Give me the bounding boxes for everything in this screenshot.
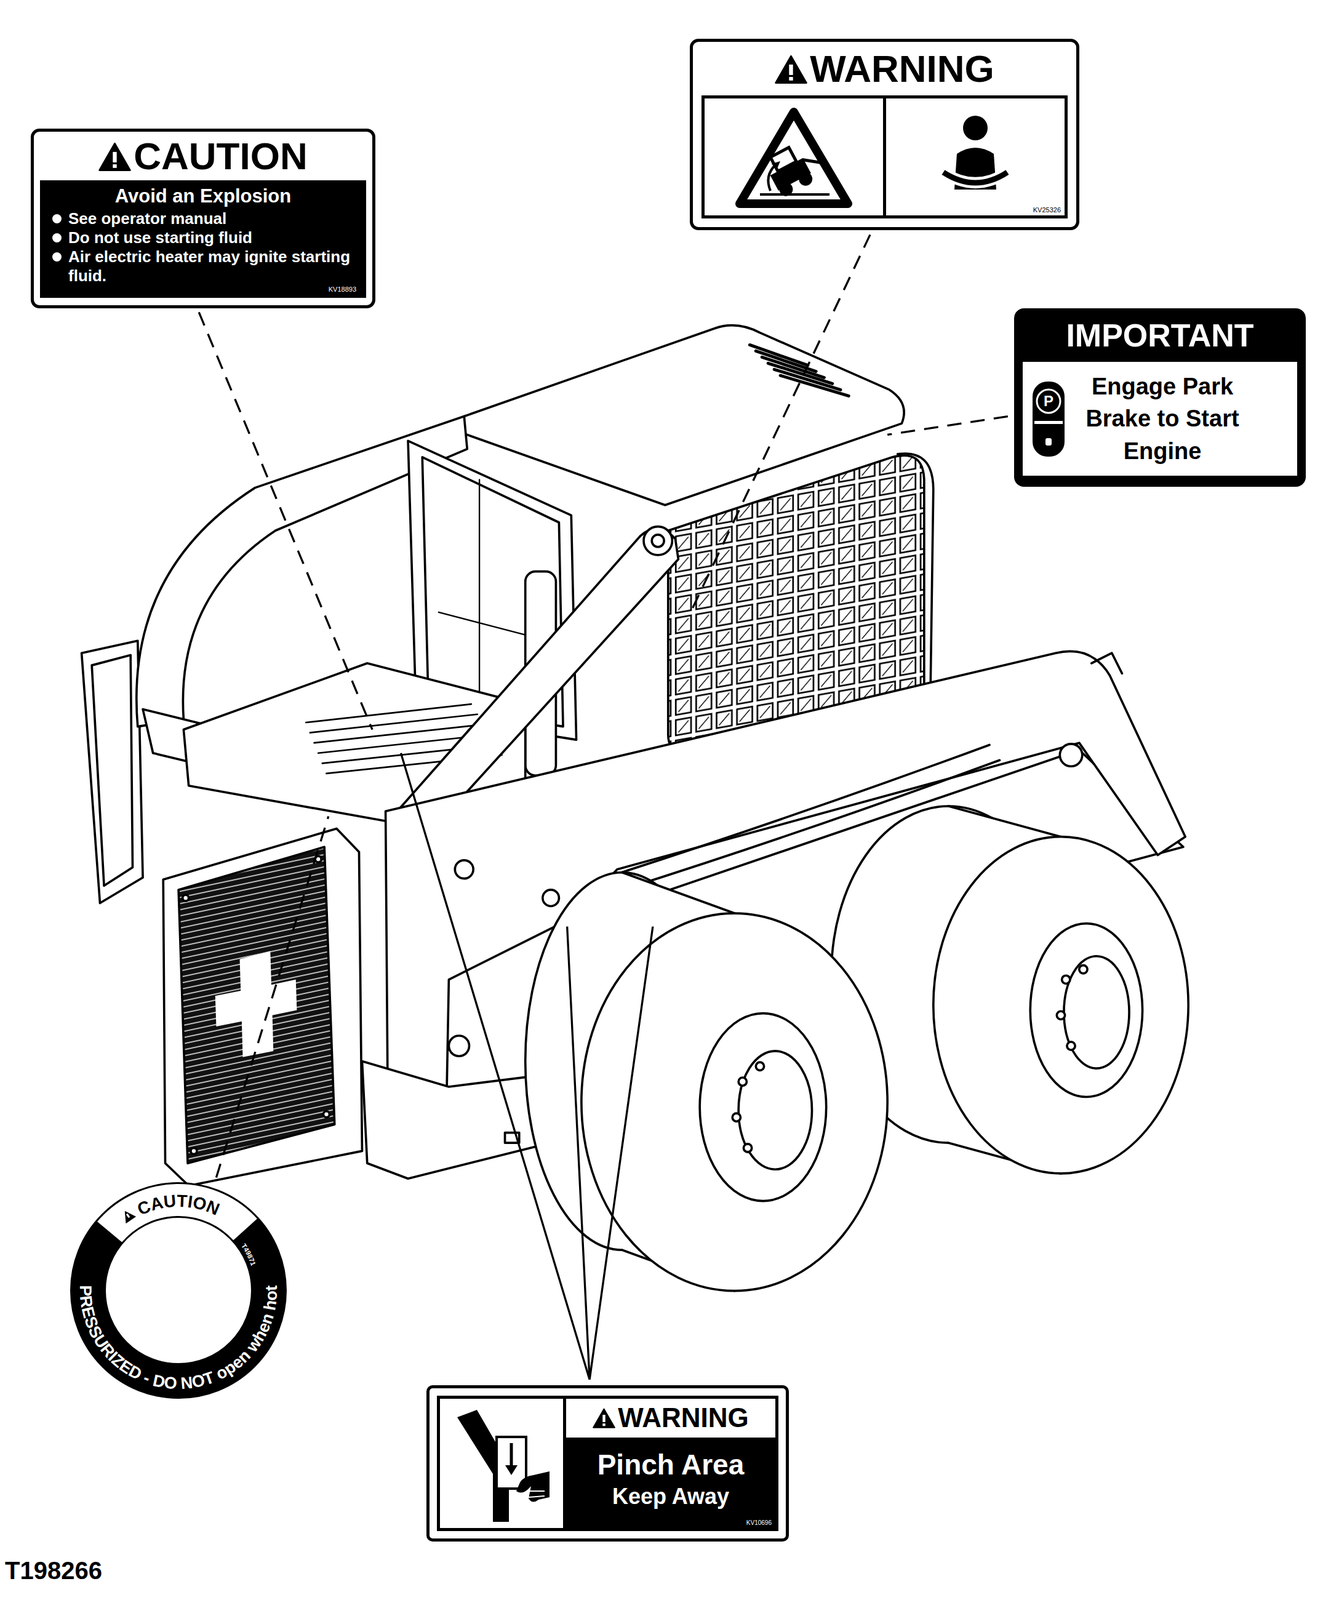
- part-code: KV25326: [1033, 206, 1061, 214]
- bullet-dot: [52, 214, 62, 224]
- part-code: KV18893: [49, 285, 357, 294]
- signal-word: WARNING: [617, 1402, 749, 1433]
- bullet-dot: [52, 252, 62, 262]
- signal-header: WARNING: [566, 1398, 776, 1438]
- park-brake-button: [1028, 379, 1069, 460]
- leader-lines: [198, 234, 1008, 1178]
- instruction-text: Engage Park Brake to Start Engine: [1079, 370, 1246, 468]
- pinch-warning-decal: WARNING Pinch AreaKeep AwayKV10696: [426, 1385, 789, 1542]
- button-symbol: P: [1028, 389, 1069, 413]
- caution-decal: CAUTION Avoid an ExplosionSee operator ma…: [30, 128, 376, 309]
- message-heading: Pinch Area: [571, 1447, 771, 1483]
- message-line: Air electric heater may ignite starting …: [68, 247, 351, 285]
- cap-ring: CAUTION PRESSURIZED - DO NOT open when ho…: [68, 1180, 289, 1401]
- part-code: KV10696: [746, 1519, 772, 1527]
- message-text: PRESSURIZED - DO NOT open when hot: [76, 1284, 281, 1393]
- warning-decal: WARNING KV25326: [689, 38, 1080, 231]
- figure-number: T198266: [4, 1556, 103, 1585]
- seatbelt-pictogram: [904, 103, 1047, 212]
- signal-word: CAUTION: [133, 134, 308, 178]
- alert-symbol: [592, 1407, 616, 1429]
- signal-word: WARNING: [809, 47, 995, 90]
- alert-symbol: [119, 1207, 136, 1224]
- message-line: See operator manual: [68, 209, 227, 228]
- signal-word: CAUTION: [134, 1191, 223, 1220]
- signal-word: IMPORTANT: [1022, 315, 1298, 356]
- message-line: Do not use starting fluid: [68, 228, 253, 247]
- rollover-pictogram: [723, 103, 865, 212]
- alert-symbol: [774, 54, 808, 85]
- signal-header: WARNING: [701, 46, 1068, 91]
- part-code: T49871: [239, 1242, 258, 1267]
- alert-symbol: [98, 142, 132, 172]
- signal-header: CAUTION: [39, 134, 367, 178]
- cap-decal: CAUTION PRESSURIZED - DO NOT open when ho…: [68, 1180, 289, 1401]
- message-text: Keep Away: [571, 1482, 771, 1512]
- leader-lines: [400, 753, 653, 1380]
- pinch-pictogram: [452, 1398, 551, 1528]
- important-decal: IMPORTANT P Engage Park Brake to Start Eng…: [1014, 308, 1306, 487]
- bullet-dot: [52, 233, 62, 243]
- message-heading: Avoid an Explosion: [49, 183, 357, 209]
